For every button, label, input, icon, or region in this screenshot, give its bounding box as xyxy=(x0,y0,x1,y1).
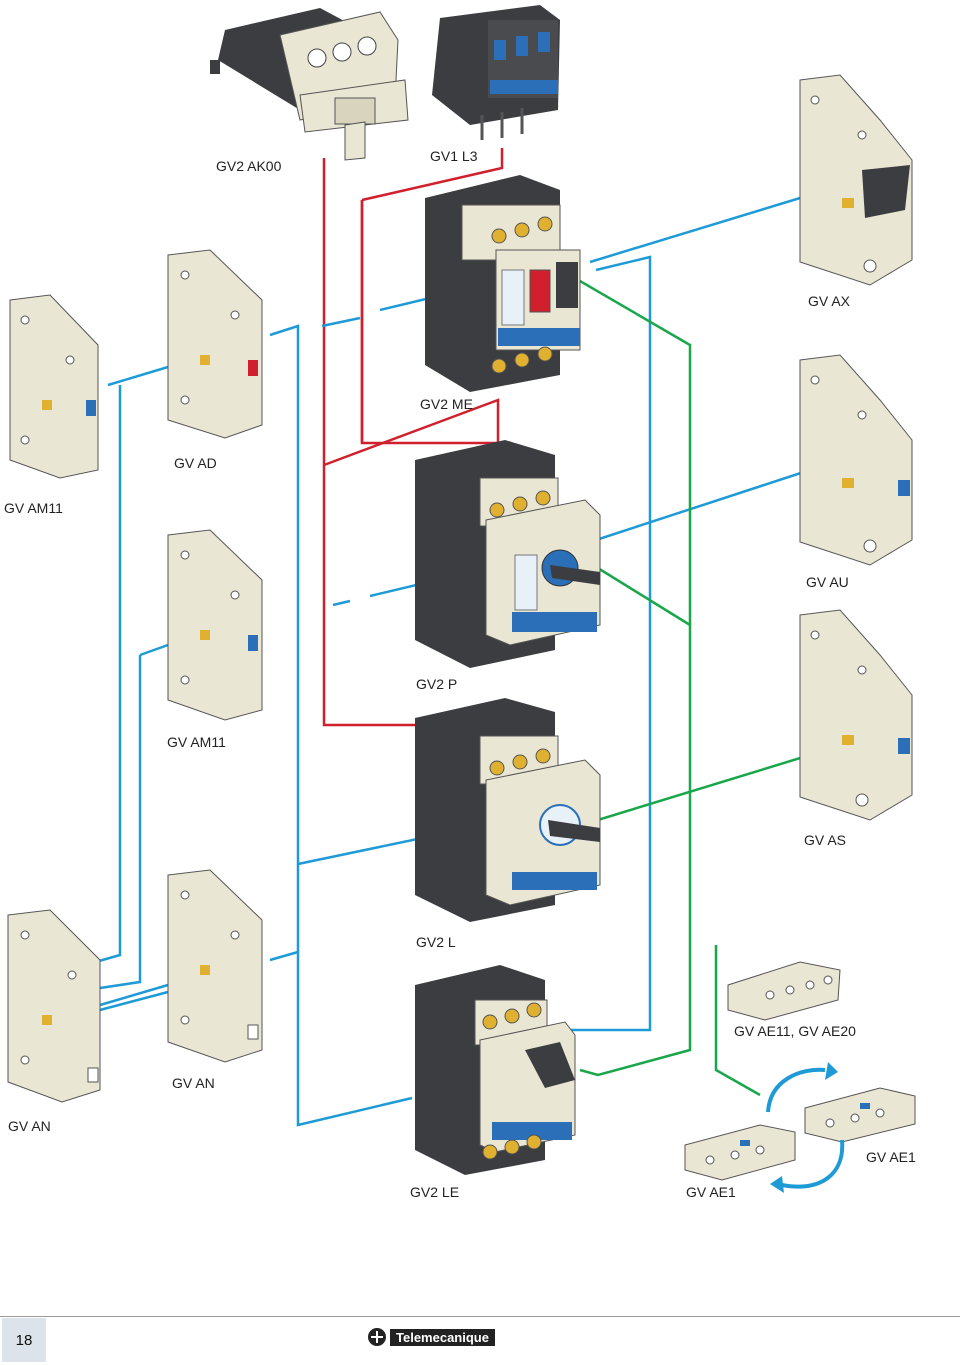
gv2-l-breaker xyxy=(415,698,601,922)
gv1-l3-block xyxy=(432,5,560,140)
label-gv-au: GV AU xyxy=(806,574,849,590)
label-gv2-ak00: GV2 AK00 xyxy=(216,158,282,174)
gv-an-right-contact xyxy=(167,869,263,1063)
page-number: 18 xyxy=(2,1318,46,1362)
gv2-me-breaker xyxy=(425,175,581,392)
label-gv2-me: GV2 ME xyxy=(420,396,473,412)
telemecanique-logo-icon xyxy=(368,1328,386,1346)
label-gv-as: GV AS xyxy=(804,832,847,848)
gv2-p-breaker xyxy=(415,440,601,668)
gv2-le-breaker xyxy=(415,965,576,1175)
label-gv2-l: GV2 L xyxy=(416,934,456,950)
gv-ae1-left-block xyxy=(684,1124,796,1181)
label-gv-am11-top: GV AM11 xyxy=(4,500,63,516)
gv-as-block xyxy=(799,609,913,821)
label-gv-an-left: GV AN xyxy=(8,1118,51,1134)
label-gv2-p: GV2 P xyxy=(416,676,458,692)
gv-ad-contact xyxy=(167,249,263,439)
blue-connectors xyxy=(91,193,811,1127)
label-gv1-l3: GV1 L3 xyxy=(430,148,478,164)
brand-name: Telemecanique xyxy=(390,1328,495,1346)
gv2-ak00-busbar xyxy=(210,8,409,161)
green-connectors xyxy=(529,250,811,1097)
label-gv-ae1-left: GV AE1 xyxy=(686,1184,736,1200)
gv-ax-block xyxy=(799,74,913,286)
label-gv2-le: GV2 LE xyxy=(410,1184,460,1200)
gv-an-left-contact xyxy=(7,909,101,1103)
footer-divider xyxy=(0,1316,960,1317)
gv-ae11-ae20-block xyxy=(727,961,841,1021)
gv-am11-mid-contact xyxy=(167,529,263,721)
label-gv-ae1-right: GV AE1 xyxy=(866,1149,916,1165)
rotation-arrows xyxy=(766,1062,845,1193)
brand-logo: Telemecanique xyxy=(368,1328,495,1346)
label-gv-ad: GV AD xyxy=(174,455,217,471)
label-gv-an-right: GV AN xyxy=(172,1075,215,1091)
gv-am11-left-contact xyxy=(9,294,99,479)
label-gv-ae11-ae20: GV AE11, GV AE20 xyxy=(734,1023,856,1039)
gv-ae1-right-block xyxy=(804,1087,916,1143)
gv-au-block xyxy=(799,354,913,566)
label-gv-am11-mid: GV AM11 xyxy=(167,734,226,750)
label-gv-ax: GV AX xyxy=(808,293,851,309)
